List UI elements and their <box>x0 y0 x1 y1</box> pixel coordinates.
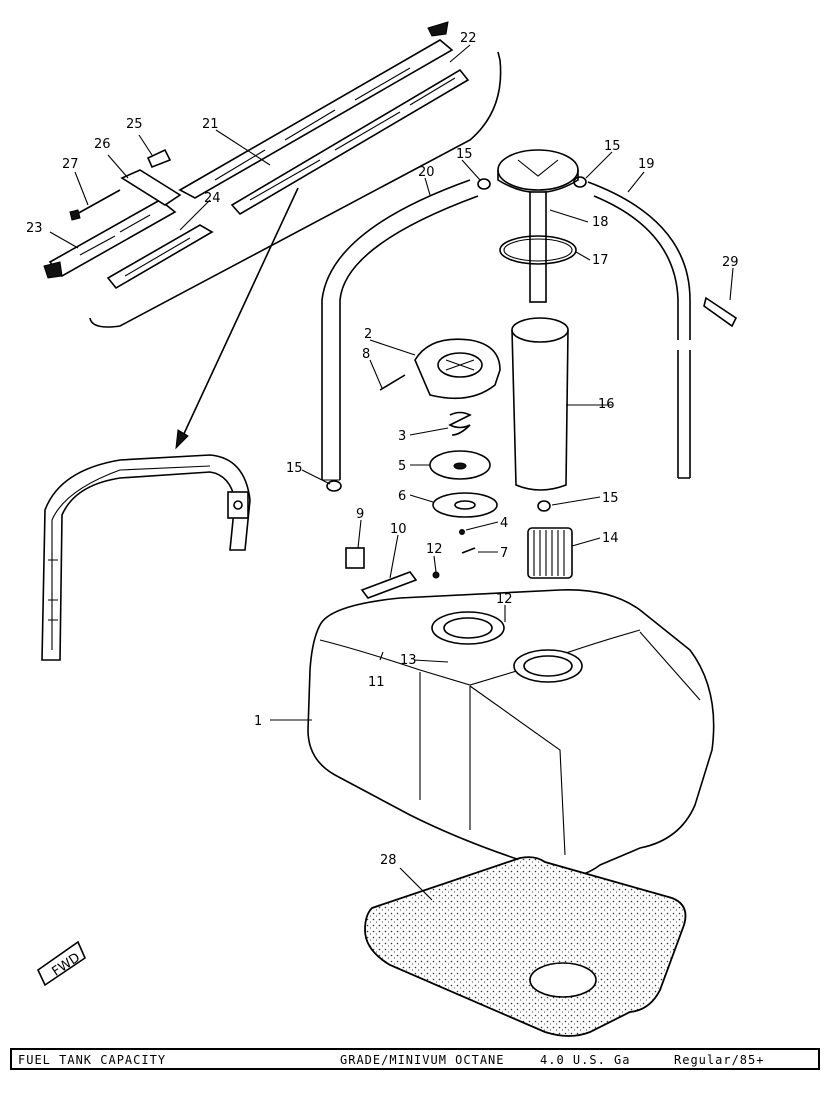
callout-28: 28 <box>380 853 397 868</box>
plate-10 <box>360 571 418 599</box>
callout-22: 22 <box>460 31 477 46</box>
callout-12-b: 12 <box>496 592 513 607</box>
callout-14: 14 <box>602 531 619 546</box>
spring-3 <box>448 411 472 436</box>
callout-15-a: 15 <box>456 147 473 162</box>
callout-25: 25 <box>126 117 143 132</box>
callout-20: 20 <box>418 165 435 180</box>
grade-value: Regular/85+ <box>674 1053 765 1067</box>
strap-inset-panel <box>43 21 502 328</box>
callout-23: 23 <box>26 221 43 236</box>
fuel-spec-bar: FUEL TANK CAPACITY GRADE/MINIVUM OCTANE … <box>10 1048 820 1070</box>
fwd-arrow-icon <box>36 940 87 987</box>
callout-10: 10 <box>390 522 407 537</box>
callout-3: 3 <box>398 429 406 444</box>
clamp-15-d <box>537 500 551 512</box>
callout-1: 1 <box>254 714 262 729</box>
callout-7: 7 <box>500 546 508 561</box>
bracket-26 <box>120 169 182 206</box>
fuel-tank-1 <box>307 589 715 878</box>
grommet-12-a <box>432 571 440 579</box>
capacity-label: FUEL TANK CAPACITY <box>18 1053 167 1067</box>
callout-15-d: 15 <box>602 491 619 506</box>
callout-15-c: 15 <box>286 461 303 476</box>
callout-24: 24 <box>204 191 221 206</box>
callout-19: 19 <box>638 157 655 172</box>
collar-25 <box>146 148 172 169</box>
filter-tube-16 <box>511 317 569 491</box>
callout-numbers: 1 2 3 4 5 6 7 8 9 10 11 12 12 13 14 15 1… <box>26 31 739 868</box>
capacity-value: 4.0 U.S. Ga <box>540 1053 631 1067</box>
clamp-15-c <box>326 480 342 492</box>
cap-18 <box>497 149 579 303</box>
gauge-2 <box>414 338 501 400</box>
callout-11: 11 <box>368 675 385 690</box>
fuel-filter-14 <box>527 527 573 579</box>
callout-13: 13 <box>400 653 417 668</box>
grade-label: GRADE/MINIVUM OCTANE <box>340 1053 505 1067</box>
strap-22 <box>230 68 470 216</box>
callout-4: 4 <box>500 516 508 531</box>
nut-4 <box>459 529 465 535</box>
bracket-29 <box>703 296 738 328</box>
screw-8 <box>379 374 406 391</box>
inset-arrow <box>181 187 299 439</box>
callout-8: 8 <box>362 347 370 362</box>
leader-lines <box>49 44 734 901</box>
callout-9: 9 <box>356 507 364 522</box>
callout-27: 27 <box>62 157 79 172</box>
callout-12-a: 12 <box>426 542 443 557</box>
callout-2: 2 <box>364 327 372 342</box>
clip-9 <box>345 547 365 569</box>
clamp-15-a <box>477 178 491 190</box>
callout-6: 6 <box>398 489 406 504</box>
hose-20 <box>321 179 471 480</box>
callout-29: 29 <box>722 255 739 270</box>
bolt-27 <box>74 189 121 216</box>
pin-7 <box>461 547 476 554</box>
hose-19 <box>587 181 691 340</box>
callout-16: 16 <box>598 397 615 412</box>
callout-21: 21 <box>202 117 219 132</box>
o-ring-17 <box>499 235 577 265</box>
assembled-strap <box>41 454 251 661</box>
callout-17: 17 <box>592 253 609 268</box>
callout-5: 5 <box>398 459 406 474</box>
callout-15-b: 15 <box>604 139 621 154</box>
callout-26: 26 <box>94 137 111 152</box>
mat-28 <box>364 856 687 1037</box>
callout-18: 18 <box>592 215 609 230</box>
strap-21 <box>178 39 454 199</box>
